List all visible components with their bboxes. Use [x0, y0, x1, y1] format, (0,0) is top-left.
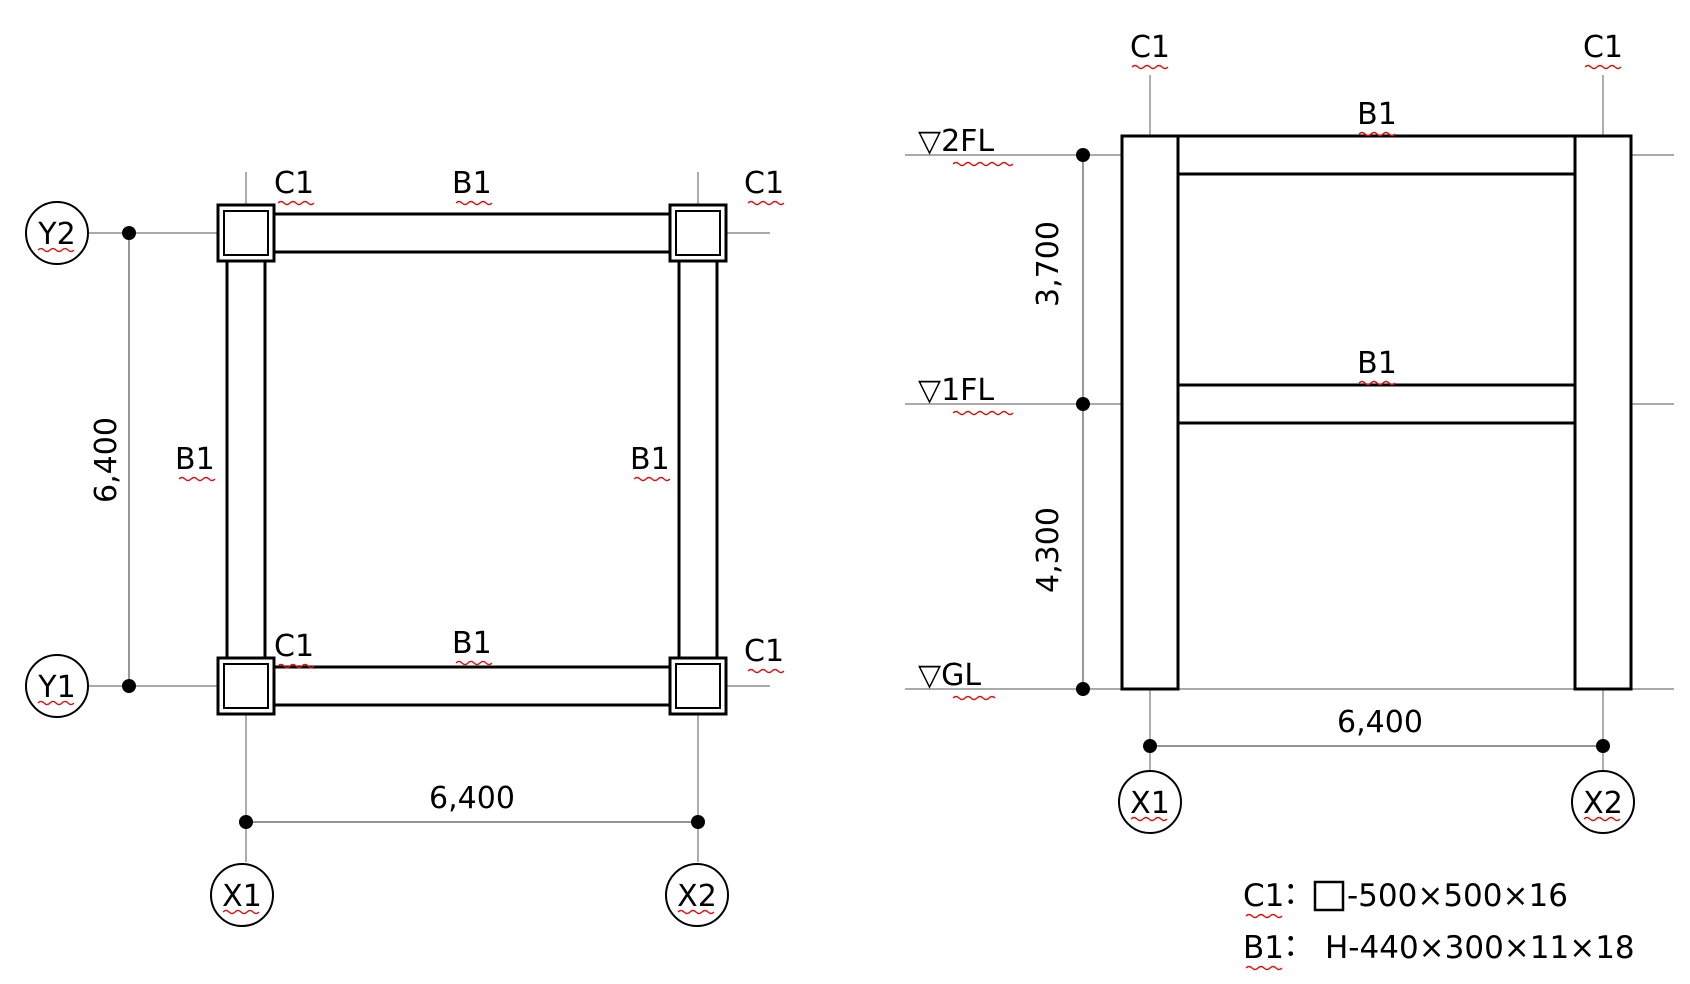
spell-squiggle: [37, 247, 75, 253]
spell-squiggle: [633, 476, 671, 482]
plan-beam-label: B1: [175, 442, 215, 477]
spell-squiggle: [952, 161, 1014, 167]
elevation-column-x2: [1573, 134, 1633, 691]
grid-label-x2: X2: [1583, 786, 1623, 821]
grid-label-y1: Y1: [37, 670, 75, 705]
dim-dot: [122, 226, 136, 240]
elevation-dim-lower: 4,300: [1031, 507, 1066, 593]
elevation-dim-upper: 3,700: [1031, 221, 1066, 307]
dim-dot: [1596, 739, 1610, 753]
elevation-view: C1 C1 B1 B1 ▽2FL ▽1FL ▽GL 3,700 4,300 6,…: [905, 30, 1674, 834]
legend-b1-sep: ：: [1283, 928, 1314, 964]
dim-dot: [239, 815, 253, 829]
plan-beam-right: [677, 257, 719, 661]
elevation-column-x1: [1120, 134, 1180, 691]
grid-label-x1: X1: [1130, 786, 1170, 821]
spell-squiggle: [1131, 64, 1169, 70]
dim-dot: [1076, 397, 1090, 411]
spell-squiggle: [1583, 816, 1621, 822]
legend-c1-sep: ：: [1283, 876, 1314, 912]
plan-column-x1-y2: [216, 203, 276, 263]
plan-column-x1-y1: [216, 656, 276, 716]
plan-column-label: C1: [274, 629, 314, 664]
plan-column-x2-y1: [668, 656, 728, 716]
plan-dim-y: 6,400: [89, 417, 124, 503]
plan-beam-label: B1: [630, 442, 670, 477]
plan-beam-top: [270, 212, 674, 254]
dim-dot: [122, 679, 136, 693]
spell-squiggle: [1245, 965, 1283, 971]
elevation-beam-1fl: [1176, 383, 1577, 425]
plan-column-label: C1: [744, 634, 784, 669]
plan-column-label: C1: [274, 166, 314, 201]
grid-label-y2: Y2: [37, 217, 75, 252]
dim-dot: [691, 815, 705, 829]
level-label-2fl: ▽2FL: [918, 124, 994, 159]
legend-c1-key: C1: [1243, 878, 1284, 914]
elevation-beam-label: B1: [1357, 346, 1397, 381]
level-label-gl: ▽GL: [918, 658, 981, 693]
plan-beam-label: B1: [452, 626, 492, 661]
legend-b1-key: B1: [1243, 930, 1284, 966]
spell-squiggle: [747, 200, 785, 206]
plan-view: C1 C1 C1 C1 B1 B1 B1 B1 6,400 6,400 Y2 Y…: [25, 166, 785, 927]
elevation-column-label: C1: [1583, 30, 1623, 65]
level-label-1fl: ▽1FL: [918, 373, 994, 408]
spell-squiggle: [455, 660, 493, 666]
dim-dot: [1143, 739, 1157, 753]
plan-beam-bottom: [270, 665, 674, 707]
spell-squiggle: [1245, 913, 1283, 919]
plan-beam-label: B1: [452, 166, 492, 201]
spell-squiggle: [1358, 131, 1396, 137]
spell-squiggle: [747, 668, 785, 674]
elevation-beam-2fl: [1176, 134, 1577, 176]
spell-squiggle: [1358, 380, 1396, 386]
dim-dot: [1076, 682, 1090, 696]
elevation-column-label: C1: [1130, 30, 1170, 65]
plan-column-x2-y2: [668, 203, 728, 263]
plan-dim-x: 6,400: [429, 781, 515, 816]
dim-dot: [1076, 148, 1090, 162]
spell-squiggle: [677, 909, 715, 915]
spell-squiggle: [1130, 816, 1168, 822]
grid-label-x2: X2: [677, 879, 717, 914]
spell-squiggle: [455, 200, 493, 206]
spell-squiggle: [952, 695, 996, 701]
plan-column-label: C1: [744, 166, 784, 201]
spell-squiggle: [222, 909, 260, 915]
spell-squiggle: [178, 476, 216, 482]
elevation-dim-span: 6,400: [1337, 705, 1423, 740]
spell-squiggle: [277, 663, 315, 669]
spell-squiggle: [277, 200, 315, 206]
elevation-beam-label: B1: [1357, 97, 1397, 132]
legend-c1-spec: -500×500×16: [1347, 878, 1568, 914]
grid-label-x1: X1: [222, 879, 262, 914]
spell-squiggle: [952, 410, 1014, 416]
plan-beam-left: [225, 257, 267, 661]
legend: C1 ： -500×500×16 B1 ： H-440×300×11×18: [1243, 876, 1635, 971]
spell-squiggle: [37, 700, 75, 706]
legend-b1-spec: H-440×300×11×18: [1325, 930, 1635, 966]
spell-squiggle: [1584, 64, 1622, 70]
square-hollow-section-icon: [1313, 880, 1345, 912]
